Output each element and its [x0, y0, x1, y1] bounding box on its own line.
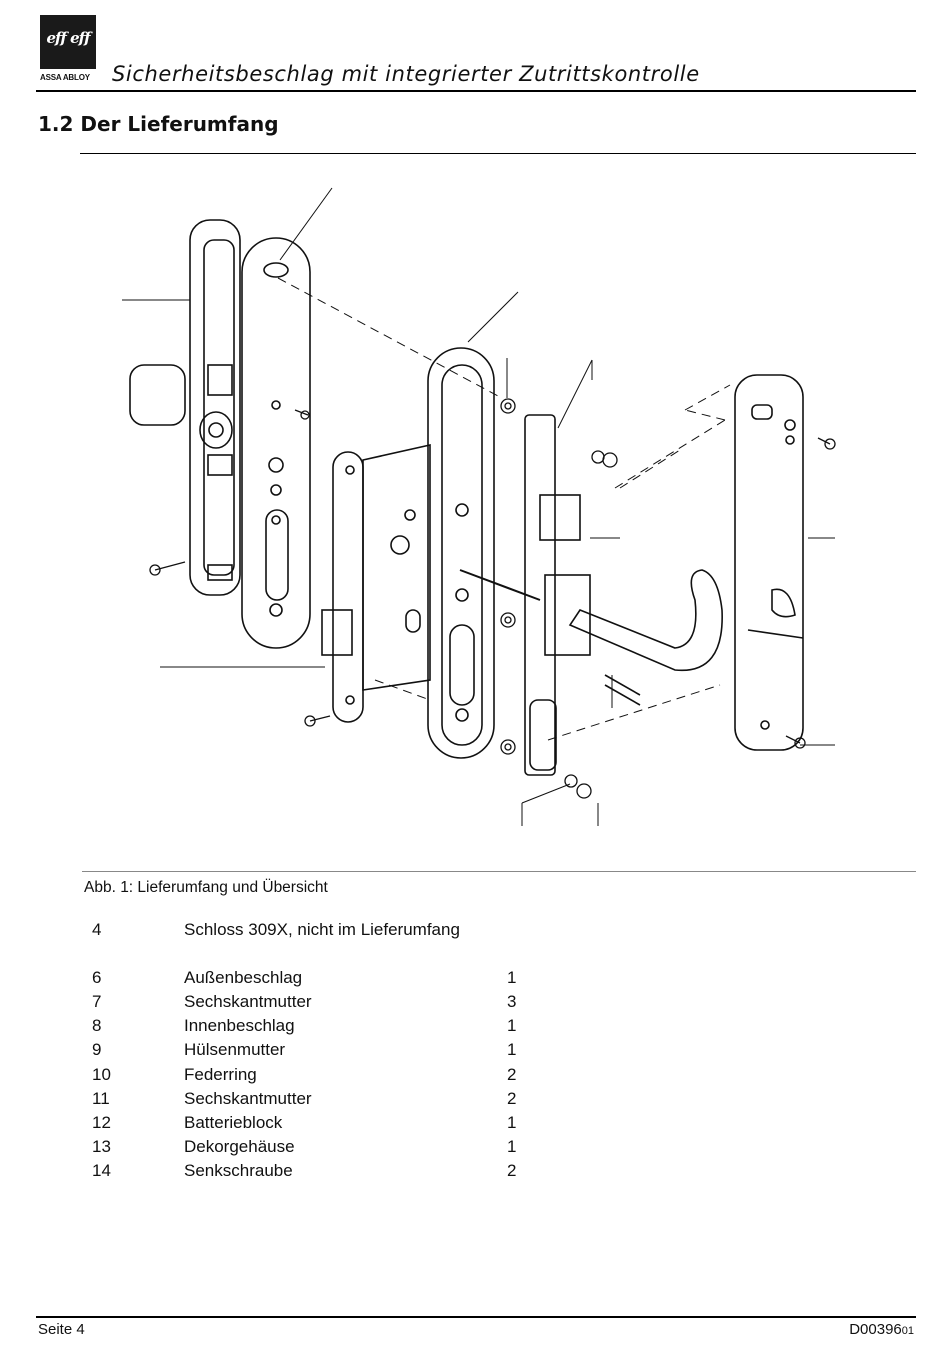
page-number: Seite 4: [38, 1321, 85, 1338]
part-name: Sechskantmutter: [184, 992, 312, 1011]
list-item: 14 Senkschraube 2: [92, 1161, 562, 1185]
header-divider: [36, 90, 916, 92]
part-number: 8: [92, 1016, 102, 1035]
effeff-logo: eff eff: [40, 15, 96, 69]
list-item: 7 Sechskantmutter 3: [92, 992, 562, 1016]
part-number: 11: [92, 1089, 110, 1108]
part-number: 13: [92, 1137, 111, 1156]
document-code: D0039601: [849, 1321, 914, 1338]
part-name: Federring: [184, 1065, 257, 1084]
cover-plate: [241, 237, 311, 649]
part-name: Dekorgehäuse: [184, 1137, 295, 1156]
part-name: Senkschraube: [184, 1161, 293, 1180]
list-item: 10 Federring 2: [92, 1065, 562, 1089]
part-name: Sechskantmutter: [184, 1089, 312, 1108]
section-title: Der Lieferumfang: [80, 112, 279, 136]
part-number: 14: [92, 1161, 111, 1180]
leader-lines: [122, 187, 835, 826]
screws: [149, 409, 836, 749]
part-name: Schloss 309X, nicht im Lieferumfang: [184, 920, 460, 939]
part-quantity: 2: [507, 1065, 517, 1084]
list-item: 4 Schloss 309X, nicht im Lieferumfang: [92, 920, 562, 944]
decor-housing: [734, 374, 804, 751]
part-quantity: 2: [507, 1089, 517, 1108]
section-heading: 1.2 Der Lieferumfang: [38, 112, 279, 136]
list-item: 12 Batterieblock 1: [92, 1113, 562, 1137]
exploded-assembly-drawing: [122, 187, 836, 826]
outer-escutcheon: [129, 219, 241, 596]
inner-backplate: [524, 414, 591, 776]
part-name: Innenbeschlag: [184, 1016, 295, 1035]
document-id: D00396: [849, 1321, 902, 1338]
logo-text: eff eff: [46, 29, 90, 47]
nuts: [500, 398, 618, 799]
part-quantity: 1: [507, 1137, 517, 1156]
part-quantity: 1: [507, 968, 517, 987]
footer-divider: [36, 1316, 916, 1318]
document-title: Sicherheitsbeschlag mit integrierter Zut…: [112, 62, 700, 86]
list-item: 11 Sechskantmutter 2: [92, 1089, 562, 1113]
part-name: Batterieblock: [184, 1113, 283, 1132]
list-item: 8 Innenbeschlag 1: [92, 1016, 562, 1040]
figure-caption: Abb. 1: Lieferumfang und Übersicht: [84, 879, 328, 896]
part-number: 4: [92, 920, 102, 939]
part-quantity: 1: [507, 1040, 517, 1059]
caption-divider: [82, 871, 916, 872]
part-name: Außenbeschlag: [184, 968, 303, 987]
list-item: 9 Hülsenmutter 1: [92, 1040, 562, 1064]
part-quantity: 1: [507, 1113, 517, 1132]
list-item: 6 Außenbeschlag 1: [92, 968, 562, 992]
document-revision: 01: [901, 1325, 914, 1337]
section-divider: [80, 153, 916, 154]
part-number: 7: [92, 992, 102, 1011]
part-number: 9: [92, 1040, 102, 1059]
lever-handle: [568, 569, 723, 706]
spindle: [459, 569, 541, 601]
mortise-lock: [321, 444, 431, 723]
part-quantity: 3: [507, 992, 517, 1011]
part-number: 12: [92, 1113, 111, 1132]
part-number: 6: [92, 968, 102, 987]
part-quantity: 2: [507, 1161, 517, 1180]
alignment-lines: [277, 277, 731, 741]
list-item: 13 Dekorgehäuse 1: [92, 1137, 562, 1161]
part-number: 10: [92, 1065, 111, 1084]
part-quantity: 1: [507, 1016, 517, 1035]
part-name: Hülsenmutter: [184, 1040, 286, 1059]
section-number: 1.2: [38, 112, 74, 136]
inner-frame: [427, 347, 495, 759]
assa-abloy-brand: ASSA ABLOY: [40, 73, 90, 82]
